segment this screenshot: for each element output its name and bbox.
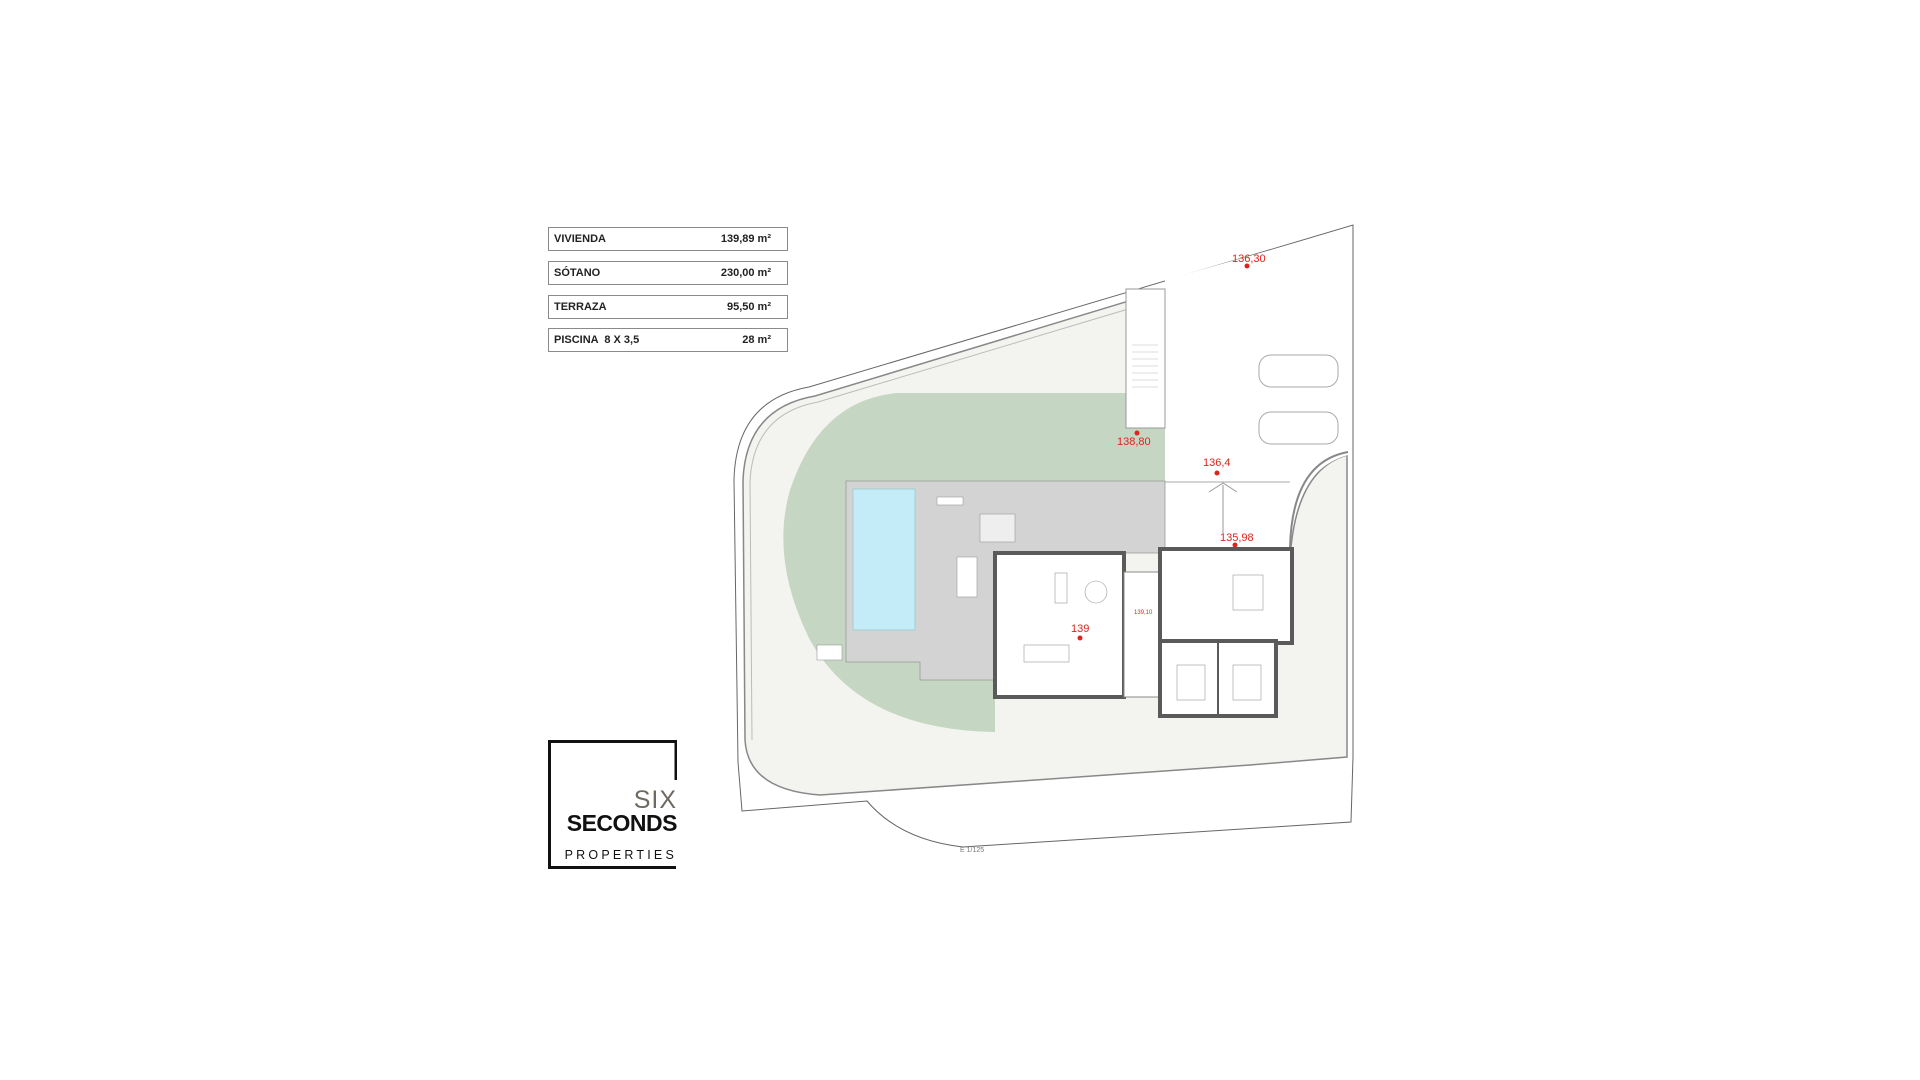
elevation-label: 136,30 xyxy=(1232,253,1266,265)
exterior-stairs xyxy=(1125,288,1166,429)
stair-treads xyxy=(1132,344,1158,388)
car-icon xyxy=(1258,354,1339,388)
six-seconds-logo: SIX SECONDS PROPERTIES xyxy=(548,740,678,869)
area-value: 139,89 m² xyxy=(720,233,771,245)
elevation-label: 135,98 xyxy=(1220,532,1254,544)
logo-text-six: SIX xyxy=(633,786,677,814)
area-label: VIVIENDA xyxy=(554,233,606,245)
house-bedroom-wing xyxy=(1158,547,1294,645)
outdoor-dining xyxy=(979,513,1016,543)
car-icon xyxy=(1258,411,1339,445)
scale-label: E 1/125 xyxy=(960,847,984,854)
elevation-dot xyxy=(1244,263,1250,269)
area-row-sotano: SÓTANO 230,00 m² xyxy=(548,261,788,285)
area-label: TERRAZA xyxy=(554,301,607,313)
area-row-vivienda: VIVIENDA 139,89 m² xyxy=(548,227,788,251)
bed xyxy=(1176,664,1206,701)
swimming-pool xyxy=(852,488,916,631)
elevation-dot xyxy=(1232,542,1238,548)
elevation-label: 139 xyxy=(1071,623,1089,635)
outdoor-table xyxy=(956,556,978,598)
area-row-piscina: PISCINA 8 X 3,5 28 m² xyxy=(548,328,788,352)
sofa xyxy=(1054,572,1068,604)
kitchen-island xyxy=(1023,644,1070,663)
boundary-wall xyxy=(749,297,1166,741)
logo-frame xyxy=(548,740,677,869)
bed xyxy=(1232,664,1262,701)
entrance-arrow-icon xyxy=(1208,482,1238,534)
logo-text-properties: PROPERTIES xyxy=(564,848,677,862)
elevation-dot xyxy=(1134,430,1140,436)
area-label: PISCINA 8 X 3,5 xyxy=(554,334,640,346)
area-value: 230,00 m² xyxy=(720,267,771,279)
area-value: 28 m² xyxy=(742,334,771,346)
driveway xyxy=(1165,228,1348,549)
driveway-curb xyxy=(1289,451,1349,549)
logo-text-seconds: SECONDS xyxy=(566,810,678,836)
elevation-dot xyxy=(1214,470,1220,476)
house-hall xyxy=(1123,571,1161,698)
elevation-marks: 136,30 138,80 136,4 135,98 139 139,10 xyxy=(1071,253,1266,641)
elevation-dot xyxy=(1077,635,1083,641)
sun-lounger xyxy=(936,496,964,506)
dining-table xyxy=(1084,580,1108,604)
elevation-label: 138,80 xyxy=(1117,436,1151,448)
area-value: 95,50 m² xyxy=(726,301,771,313)
area-row-terraza: TERRAZA 95,50 m² xyxy=(548,295,788,319)
bed xyxy=(1232,574,1264,611)
elevation-label: 136,4 xyxy=(1203,457,1231,469)
elevation-label: 139,10 xyxy=(1134,610,1153,616)
area-label: SÓTANO xyxy=(554,267,601,279)
pool-shower xyxy=(816,644,843,661)
